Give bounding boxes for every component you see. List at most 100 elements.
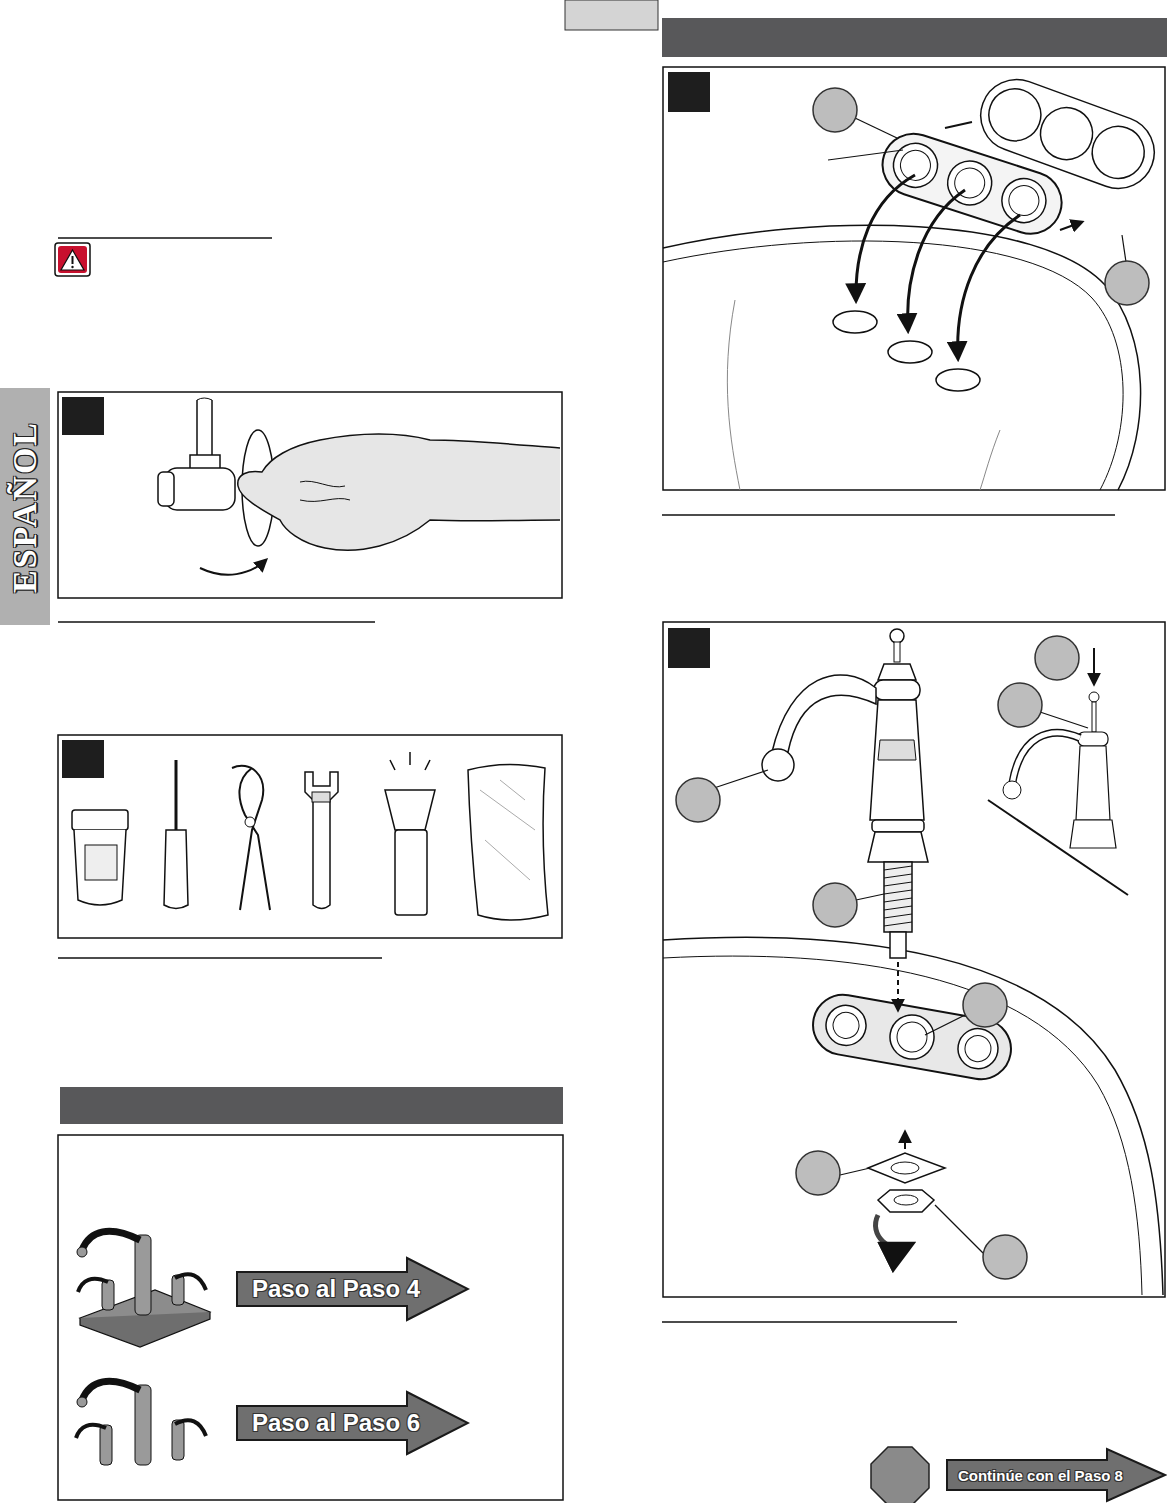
tools-panel-part [305, 772, 338, 909]
escutcheon-panel-part [833, 311, 877, 333]
faucet-panel-part [676, 778, 720, 822]
stop-octagon-part [871, 1447, 929, 1503]
header-bands-part [662, 18, 1167, 57]
tools-panel-part [85, 845, 117, 880]
faucet-panel-part [1035, 636, 1079, 680]
escutcheon-panel-part [663, 225, 1141, 490]
escutcheon-panel-part [856, 175, 915, 300]
escutcheon-panel-part [855, 118, 897, 138]
faucet-panel-part [868, 1153, 945, 1183]
faucet-panel-part [878, 1190, 934, 1212]
arrow-outline [237, 1258, 468, 1320]
step-arrow: Paso al Paso 4 [235, 1256, 470, 1322]
faucet-options-part [78, 1279, 108, 1292]
escutcheon-panel-part-part [982, 81, 1049, 148]
faucet-panel-part [663, 622, 1165, 1297]
faucet-panel-part [876, 1215, 910, 1248]
tab-fill [0, 388, 50, 625]
arrow-outline [947, 1449, 1165, 1501]
escutcheon-panel-part-part [897, 146, 935, 184]
faucet-options-part [77, 1247, 87, 1257]
faucet-panel-part [897, 962, 899, 1010]
tools-panel-part [395, 830, 427, 915]
faucet-panel-part [868, 832, 928, 862]
tools-panel-part [175, 760, 178, 830]
faucet-panel-part [1012, 733, 1080, 785]
warning-icon-part [55, 243, 90, 276]
faucet-panel-part [935, 1205, 983, 1253]
tools-panel-part [468, 764, 548, 920]
faucet-panel-part [878, 740, 916, 760]
faucet-options-part [135, 1385, 151, 1465]
tools-panel-part [58, 735, 562, 938]
faucet-panel-part [1040, 712, 1088, 728]
step-arrow: Paso al Paso 6 [235, 1390, 470, 1456]
faucet-panel-part [983, 1235, 1027, 1279]
faucet-panel-part [872, 820, 924, 832]
valve-panel-part [238, 434, 560, 550]
faucet-panel-part [890, 932, 906, 958]
header-bands-part [60, 1087, 563, 1124]
tools-panel-part [385, 790, 435, 830]
faucet-panel-part [1093, 648, 1095, 684]
faucet-options-part [175, 1274, 206, 1290]
faucet-panel-part [856, 894, 884, 900]
step-label: Paso al Paso 4 [252, 1277, 420, 1301]
faucet-options [58, 1135, 563, 1500]
faucet-panel-part [1092, 702, 1096, 732]
tools-panel-part [312, 792, 330, 802]
tools-panel-part [232, 766, 270, 910]
faucet-panel-part [870, 700, 924, 820]
faucet-panel-part [772, 675, 876, 752]
faucet-panel-part [714, 770, 768, 788]
tools-panel-part [480, 780, 535, 880]
faucet-options-part [82, 1381, 140, 1400]
valve-panel [58, 392, 562, 598]
faucet-panel-part [925, 1015, 965, 1035]
escutcheon-panel-part [888, 341, 932, 363]
valve-panel-part [200, 560, 266, 575]
escutcheon-panel-part-part [1005, 182, 1043, 220]
faucet-options-part [172, 1275, 184, 1305]
escutcheon-panel-part [663, 67, 1165, 490]
faucet-panel-part-part [963, 1034, 993, 1064]
escutcheon-panel-part-part [996, 173, 1051, 228]
faucet-panel-part [1076, 746, 1110, 820]
tools-panel-part [390, 752, 430, 770]
heading-rules-part [58, 957, 382, 959]
language-tab: ESPAÑOL [0, 388, 50, 625]
warning-icon-part [58, 246, 87, 273]
valve-panel-part [300, 481, 350, 501]
faucet-panel-part [874, 680, 920, 700]
warning-icon-part [72, 256, 74, 264]
tools-panel-part [62, 740, 104, 778]
valve-panel-part [62, 397, 104, 435]
faucet-panel-part [878, 664, 916, 680]
escutcheon-panel-part [958, 215, 1020, 358]
faucet-panel-part [1003, 781, 1021, 799]
faucet-panel-part [891, 1162, 919, 1174]
faucet-panel-part [894, 642, 900, 662]
faucet-panel-part [998, 683, 1042, 727]
faucet-panel-part [1070, 820, 1116, 848]
valve-panel-part [158, 472, 174, 506]
tools-panel-part [72, 810, 128, 830]
stop-octagon [871, 1447, 929, 1503]
faucet-panel-part [904, 1132, 906, 1149]
faucet-panel-part [840, 1168, 870, 1175]
faucet-panel-part [668, 628, 710, 668]
language-label: ESPAÑOL [8, 420, 42, 592]
escutcheon-panel-part [668, 72, 710, 112]
faucet-panel-part [884, 862, 912, 932]
warning-icon [55, 238, 272, 276]
faucet-options-part [172, 1420, 184, 1460]
faucet-panel-part-part [887, 1012, 938, 1063]
escutcheon-panel-part [908, 190, 965, 330]
warning-icon-part [71, 266, 73, 268]
escutcheon-panel-part [936, 369, 980, 391]
faucet-panel-part [894, 1195, 918, 1205]
tools-panel [58, 735, 562, 938]
step-label: Paso al Paso 6 [252, 1411, 420, 1435]
escutcheon-panel [663, 67, 1165, 490]
